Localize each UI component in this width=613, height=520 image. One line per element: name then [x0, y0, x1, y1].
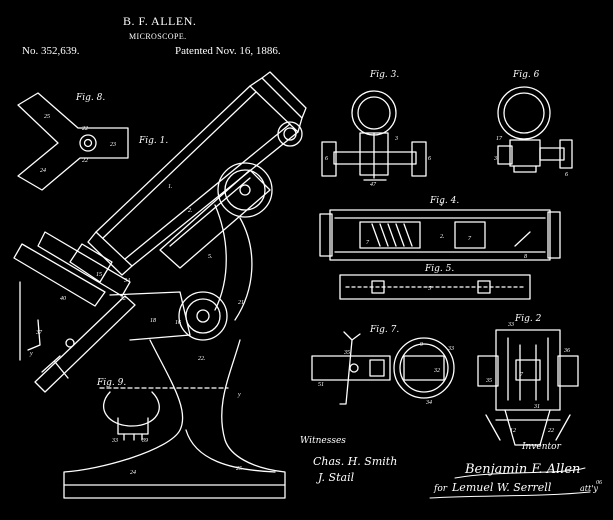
figure-label-fig7: Fig. 7.: [370, 325, 400, 335]
figure-label-fig6: Fig. 6: [513, 70, 540, 80]
fig9-drawing: [104, 392, 160, 440]
svg-text:1.: 1.: [168, 184, 173, 190]
svg-text:21: 21: [238, 300, 244, 306]
svg-text:37: 37: [35, 330, 43, 336]
figure-label-fig5: Fig. 5.: [425, 264, 455, 274]
fig1-drawing: [14, 72, 306, 498]
fig8-drawing: [18, 93, 128, 190]
svg-text:35: 35: [343, 350, 350, 356]
svg-text:32: 32: [433, 368, 440, 374]
svg-text:24: 24: [40, 167, 46, 174]
svg-text:33: 33: [111, 438, 118, 444]
svg-text:3: 3: [394, 136, 398, 142]
svg-text:22: 22: [82, 126, 88, 132]
svg-text:9: 9: [420, 342, 423, 348]
svg-text:6: 6: [428, 156, 431, 162]
svg-text:32: 32: [119, 296, 126, 302]
svg-text:51: 51: [318, 382, 324, 388]
svg-text:6: 6: [325, 156, 328, 162]
svg-text:7: 7: [366, 240, 370, 246]
svg-text:6: 6: [565, 172, 568, 178]
svg-text:17: 17: [496, 136, 503, 142]
svg-text:2.: 2.: [188, 208, 193, 214]
witnesses-label: Witnesses: [300, 436, 346, 446]
witness-signature-2: J. Stail: [318, 471, 355, 484]
fig6-drawing: [498, 87, 572, 172]
svg-text:34: 34: [425, 399, 432, 406]
svg-text:16: 16: [175, 320, 181, 326]
svg-text:25: 25: [44, 114, 50, 120]
svg-text:y: y: [29, 351, 33, 357]
svg-text:33: 33: [447, 346, 454, 352]
signature-flourishes: [430, 468, 590, 498]
attorney-prefix: for: [434, 484, 448, 494]
figure-label-fig4: Fig. 4.: [430, 196, 460, 206]
patent-number: No. 352,639.: [22, 45, 80, 57]
attorney-suffix: att'y: [580, 484, 598, 493]
svg-text:7: 7: [520, 372, 524, 378]
svg-text:35: 35: [485, 378, 492, 384]
figure-label-fig8: Fig. 8.: [76, 93, 106, 103]
svg-text:18: 18: [150, 318, 156, 324]
svg-text:31: 31: [533, 404, 540, 410]
fig2-drawing: [478, 330, 578, 445]
svg-text:7: 7: [468, 236, 472, 242]
inventor-label: Inventor: [522, 442, 561, 452]
svg-text:25: 25: [236, 466, 242, 472]
svg-text:2.: 2.: [440, 234, 445, 240]
inventor-name-heading: B. F. ALLEN.: [123, 14, 197, 28]
svg-text:36: 36: [563, 348, 570, 354]
svg-text:22: 22: [82, 158, 88, 164]
patent-date: Patented Nov. 16, 1886.: [175, 45, 281, 57]
figure-label-fig3: Fig. 3.: [370, 70, 400, 80]
svg-text:47: 47: [370, 181, 377, 188]
figure-label-fig1: Fig. 1.: [139, 136, 169, 146]
svg-text:34: 34: [123, 277, 130, 284]
svg-text:5.: 5.: [208, 254, 213, 260]
figure-label-fig9: Fig. 9.: [97, 378, 127, 388]
svg-text:8: 8: [524, 254, 527, 260]
witness-signature-1: Chas. H. Smith: [313, 455, 398, 468]
svg-text:40: 40: [60, 295, 66, 302]
svg-text:23: 23: [110, 142, 116, 148]
svg-text:22: 22: [548, 428, 554, 434]
svg-text:3: 3: [493, 156, 497, 162]
fig4-drawing: [320, 210, 560, 260]
attorney-signature: Lemuel W. Serrell: [452, 481, 552, 494]
fig7-drawing: [312, 332, 454, 404]
invention-title: MICROSCOPE.: [129, 32, 187, 41]
svg-text:5: 5: [428, 286, 431, 292]
fig5-drawing: [340, 275, 530, 299]
svg-text:22.: 22.: [198, 356, 206, 362]
figure-label-fig2: Fig. 2: [515, 314, 542, 324]
svg-text:06: 06: [596, 480, 602, 486]
svg-text:39: 39: [141, 438, 148, 444]
svg-text:15: 15: [96, 272, 102, 278]
svg-text:12: 12: [510, 428, 516, 434]
inventor-signature: Benjamin F. Allen: [465, 462, 581, 477]
fig3-drawing: [322, 91, 426, 180]
svg-text:y: y: [237, 392, 241, 398]
svg-text:33: 33: [507, 322, 514, 328]
svg-text:1: 1: [440, 202, 443, 208]
svg-text:24: 24: [130, 469, 136, 476]
